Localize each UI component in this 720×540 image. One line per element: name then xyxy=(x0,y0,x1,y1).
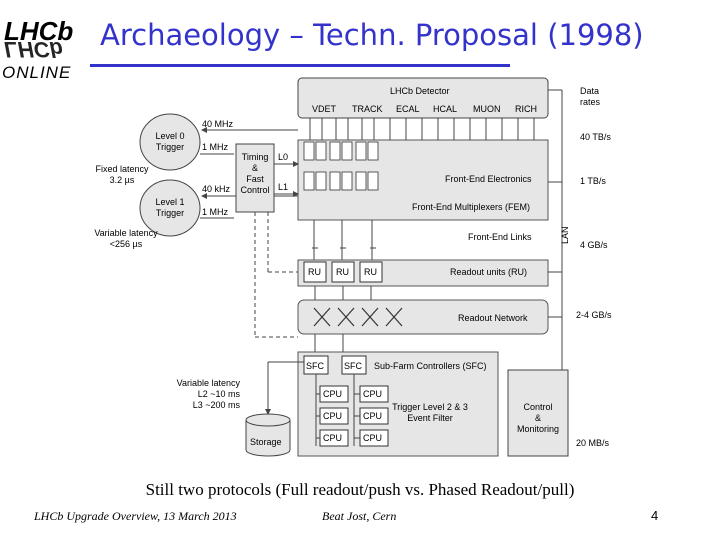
rate-40tbs: 40 TB/s xyxy=(580,132,611,142)
level0-trigger xyxy=(139,113,201,171)
daq-architecture-diagram: LHCb Detector VDET TRACK ECAL HCAL MUON … xyxy=(94,77,612,457)
cpu-label-4: CPU xyxy=(363,411,382,421)
sfc-label-2: SFC xyxy=(344,361,363,371)
logo-text-bottom: ONLINE xyxy=(2,63,71,82)
ru-label-1: RU xyxy=(308,267,321,277)
rate-1tbs: 1 TB/s xyxy=(580,176,606,186)
page-title: Archaeology – Techn. Proposal (1998) xyxy=(100,18,644,52)
rate-1mhz-a: 1 MHz xyxy=(202,142,229,152)
ru-label-3: RU xyxy=(364,267,377,277)
rate-1mhz-b: 1 MHz xyxy=(202,207,229,217)
network-crossbar xyxy=(313,307,403,327)
timing-fast-control-box xyxy=(235,143,275,213)
rate-40mhz: 40 MHz xyxy=(202,119,234,129)
title-underline xyxy=(90,64,510,67)
front-end-buffers xyxy=(303,141,379,191)
front-end-multiplexers-label: Front-End Multiplexers (FEM) xyxy=(412,202,530,212)
lan-label: LAN xyxy=(560,226,570,244)
subdetector-rich: RICH xyxy=(515,104,537,114)
cpu-label-6: CPU xyxy=(363,433,382,443)
sfc-boxes xyxy=(303,355,367,375)
footer-left: LHCb Upgrade Overview, 13 March 2013 xyxy=(34,509,237,523)
lhcb-online-logo: LHCb LHCb ONLINE xyxy=(2,16,73,82)
readout-network-label: Readout Network xyxy=(458,313,528,323)
storage-label: Storage xyxy=(250,437,282,447)
readout-units-label: Readout units (RU) xyxy=(450,267,527,277)
subdetector-track: TRACK xyxy=(352,104,383,114)
rate-20mbs: 20 MB/s xyxy=(576,438,610,448)
subdetector-vdet: VDET xyxy=(312,104,337,114)
control-monitoring-box xyxy=(507,369,569,457)
subdetector-hcal: HCAL xyxy=(433,104,457,114)
page-number: 4 xyxy=(651,508,659,523)
control-monitoring-label: Control&Monitoring xyxy=(517,402,559,434)
detector-label: LHCb Detector xyxy=(390,86,450,96)
level1-trigger xyxy=(139,179,201,237)
l0-label: L0 xyxy=(278,152,288,162)
front-end-electronics-label: Front-End Electronics xyxy=(445,174,532,184)
cpu-label-2: CPU xyxy=(363,389,382,399)
sfc-label-1: SFC xyxy=(306,361,325,371)
variable-latency-l1-label: Variable latency<256 µs xyxy=(94,228,158,249)
logo-text-mirror: LHCb xyxy=(4,37,63,62)
subdetector-muon: MUON xyxy=(473,104,501,114)
rate-4gbs: 4 GB/s xyxy=(580,240,608,250)
ru-boxes xyxy=(303,261,383,283)
footer-center: Beat Jost, Cern xyxy=(322,509,397,523)
rate-2-4gbs: 2-4 GB/s xyxy=(576,310,612,320)
detector-box xyxy=(297,77,549,119)
cpu-label-5: CPU xyxy=(323,433,342,443)
cpu-label-1: CPU xyxy=(323,389,342,399)
sub-farm-controllers-label: Sub-Farm Controllers (SFC) xyxy=(374,361,487,371)
slide-caption: Still two protocols (Full readout/push v… xyxy=(145,480,575,499)
cpu-label-3: CPU xyxy=(323,411,342,421)
subdetector-ecal: ECAL xyxy=(396,104,420,114)
ru-label-2: RU xyxy=(336,267,349,277)
logo-text-top: LHCb xyxy=(4,16,73,46)
rate-40khz: 40 kHz xyxy=(202,184,231,194)
front-end-links-label: Front-End Links xyxy=(468,232,532,242)
storage-cylinder xyxy=(245,413,291,457)
l1-label: L1 xyxy=(278,182,288,192)
